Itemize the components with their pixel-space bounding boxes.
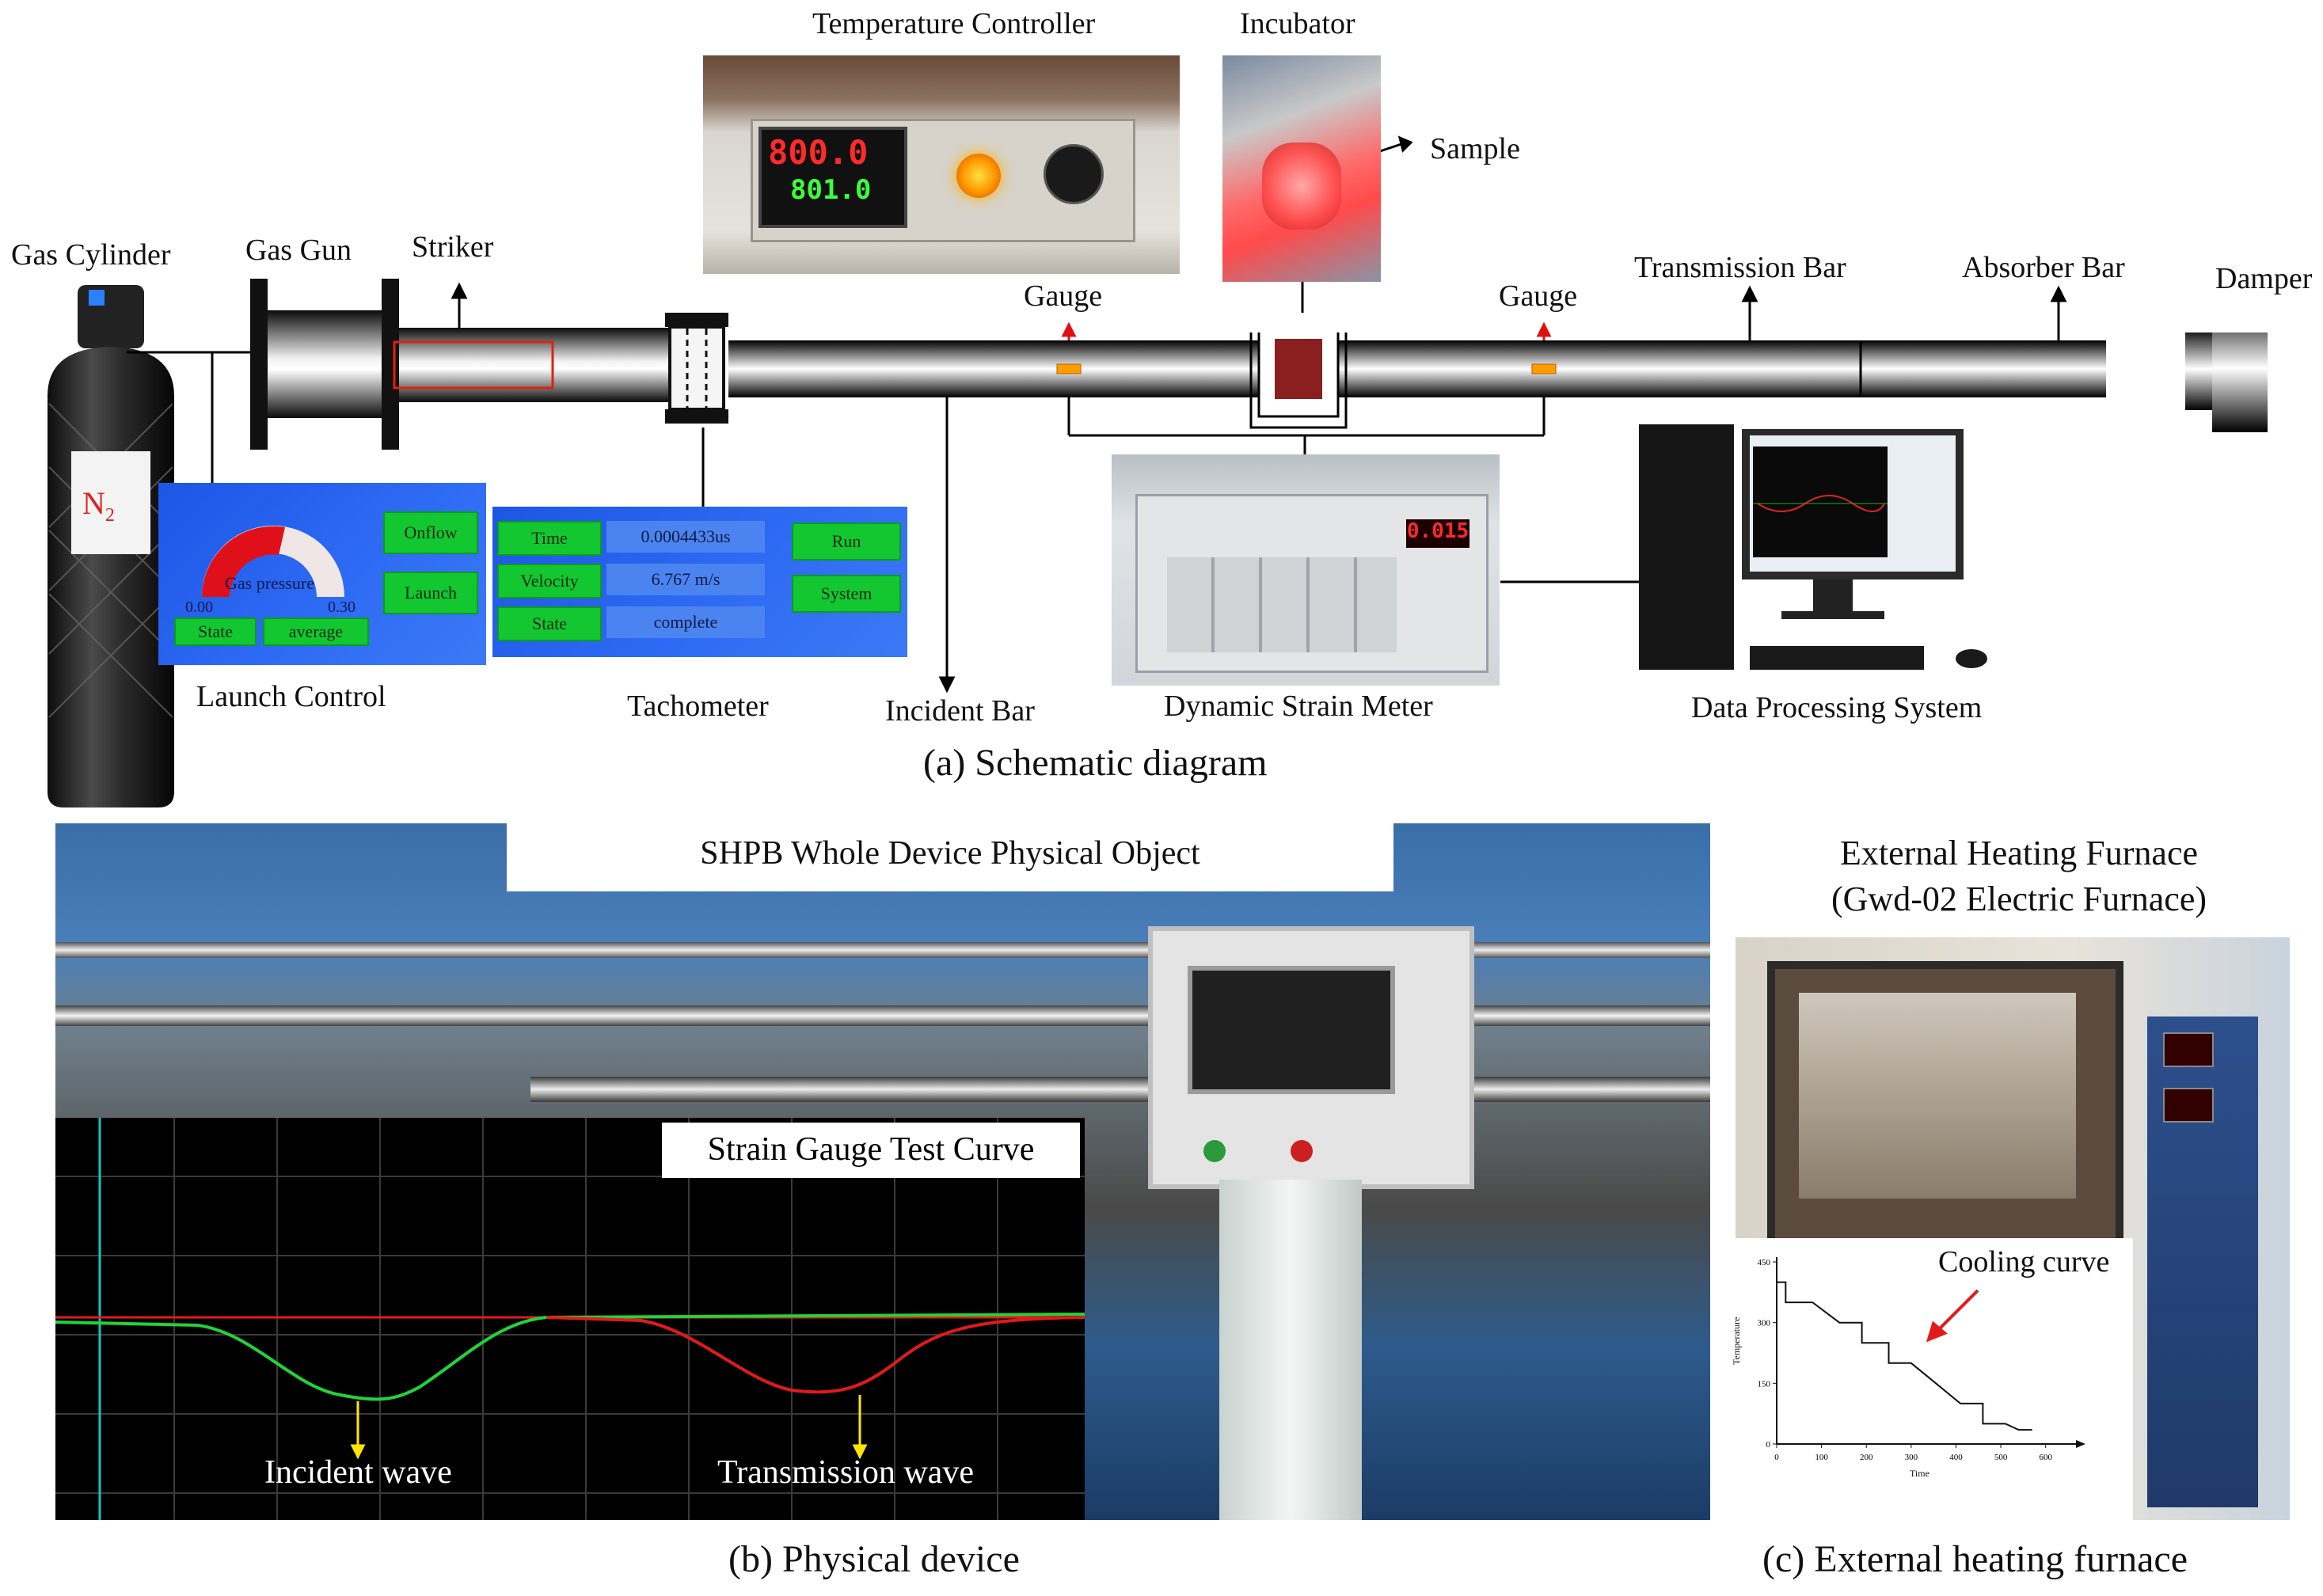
strain-curve-panel: Strain Gauge Test Curve Incident wave Tr… xyxy=(55,1118,1085,1520)
caption-c: (c) External heating furnace xyxy=(1762,1538,2188,1580)
cooling-y-tick-label: 300 xyxy=(1758,1319,1771,1328)
velocity-label: Velocity xyxy=(497,564,602,598)
computer-icon xyxy=(1639,424,1987,670)
strain-curve-title-box xyxy=(662,1123,1080,1178)
gas-gun-label: Gas Gun xyxy=(245,234,352,267)
data-processing-system-label: Data Processing System xyxy=(1691,691,1983,724)
gauge-right-label: Gauge xyxy=(1499,279,1578,313)
time-label: Time xyxy=(497,521,602,556)
cooling-ylabel: Temperature xyxy=(1731,1317,1742,1365)
cooling-x-tick-label: 400 xyxy=(1949,1453,1963,1462)
launch-state-label: State xyxy=(174,618,257,646)
cooling-curve-arrow xyxy=(1926,1289,1979,1343)
bar-system xyxy=(728,332,2268,432)
coupler-icon xyxy=(665,313,728,424)
n2-label: N2 xyxy=(82,485,115,526)
tachometer-label: Tachometer xyxy=(627,690,769,723)
cooling-x-tick-label: 100 xyxy=(1815,1453,1828,1462)
sample-label: Sample xyxy=(1430,132,1520,165)
strain-display: 0.015 xyxy=(1406,519,1469,548)
tacho-state-label: State xyxy=(497,606,602,641)
gas-pressure-gauge-icon xyxy=(202,526,344,597)
indicator-lamp-icon xyxy=(956,154,1001,198)
panel-b-title: SHPB Whole Device Physical Object xyxy=(700,835,1200,872)
cooling-x-tick-label: 300 xyxy=(1905,1453,1918,1462)
temperature-controller-photo: 800.0 801.0 xyxy=(703,55,1180,274)
damper-label: Damper xyxy=(2215,262,2313,295)
cooling-x-axis-arrow xyxy=(2076,1440,2085,1448)
cooling-x-tick-label: 0 xyxy=(1774,1453,1779,1462)
cooling-series-line xyxy=(1777,1281,2032,1431)
cooling-x-tick-label: 200 xyxy=(1860,1453,1873,1462)
cooling-y-tick-label: 0 xyxy=(1766,1440,1771,1450)
run-button[interactable]: Run xyxy=(792,522,901,560)
temperature-controller-label: Temperature Controller xyxy=(812,7,1096,40)
gas-pressure-label: Gas pressure xyxy=(225,573,315,593)
gauge-max-label: 0.30 xyxy=(328,598,355,616)
cooling-xlabel: Time xyxy=(1910,1468,1929,1479)
incubator-label: Incubator xyxy=(1240,7,1355,40)
cooling-y-tick-label: 150 xyxy=(1758,1379,1771,1389)
launch-control-panel: Gas pressure 0.00 0.30 State average Onf… xyxy=(158,483,486,665)
gas-gun-icon xyxy=(250,279,708,450)
transmission-wave-label: Transmission wave xyxy=(717,1454,974,1491)
cooling-x-tick-label: 500 xyxy=(1994,1453,2008,1462)
launch-control-label: Launch Control xyxy=(196,680,386,713)
tacho-state-value: complete xyxy=(606,606,765,638)
striker-label: Striker xyxy=(412,230,494,264)
dynamic-strain-meter-label: Dynamic Strain Meter xyxy=(1164,690,1433,723)
incubator-photo xyxy=(1222,55,1381,282)
system-button[interactable]: System xyxy=(792,575,901,613)
caption-b: (b) Physical device xyxy=(728,1538,1020,1580)
strain-curve-plot xyxy=(55,1118,1085,1520)
cooling-curve-chart: 0 100 200 300 400 500 600 0 150 300 450 xyxy=(1758,1257,2085,1462)
launch-state-value: average xyxy=(263,618,369,646)
tachometer-panel: Time 0.0004433us Velocity 6.767 m/s Stat… xyxy=(492,507,907,657)
rotary-switch-icon xyxy=(1044,144,1104,204)
caption-a: (a) Schematic diagram xyxy=(923,742,1268,784)
incident-wave-label: Incident wave xyxy=(264,1454,452,1491)
cooling-curve-panel: 0 100 200 300 400 500 600 0 150 300 450 Cooling cu… xyxy=(1731,1238,2133,1520)
gauge-min-label: 0.00 xyxy=(185,598,213,616)
gauge-left-label: Gauge xyxy=(1024,279,1103,313)
launch-button[interactable]: Launch xyxy=(383,572,478,614)
temp-display-top: 800.0 xyxy=(768,133,869,172)
onflow-button[interactable]: Onflow xyxy=(383,511,478,554)
time-value: 0.0004433us xyxy=(606,521,765,553)
gas-cylinder-icon xyxy=(48,285,174,808)
transmission-bar-label: Transmission Bar xyxy=(1634,251,1846,284)
absorber-bar-label: Absorber Bar xyxy=(1962,251,2125,284)
panel-b-title-box xyxy=(507,823,1393,891)
gas-cylinder-label: Gas Cylinder xyxy=(11,238,171,272)
strain-curve-title: Strain Gauge Test Curve xyxy=(707,1131,1035,1168)
incident-bar-label: Incident Bar xyxy=(885,694,1035,728)
velocity-value: 6.767 m/s xyxy=(606,564,765,595)
panel-c-title-line2: (Gwd-02 Electric Furnace) xyxy=(1831,880,2207,918)
cooling-curve-label: Cooling curve xyxy=(1938,1245,2110,1279)
dynamic-strain-meter-photo: 0.015 xyxy=(1112,454,1500,686)
temp-display-bottom: 801.0 xyxy=(790,174,872,206)
cooling-x-tick-label: 600 xyxy=(2039,1453,2052,1462)
panel-c-title-line1: External Heating Furnace xyxy=(1839,834,2199,872)
cooling-y-tick-label: 450 xyxy=(1758,1258,1771,1267)
